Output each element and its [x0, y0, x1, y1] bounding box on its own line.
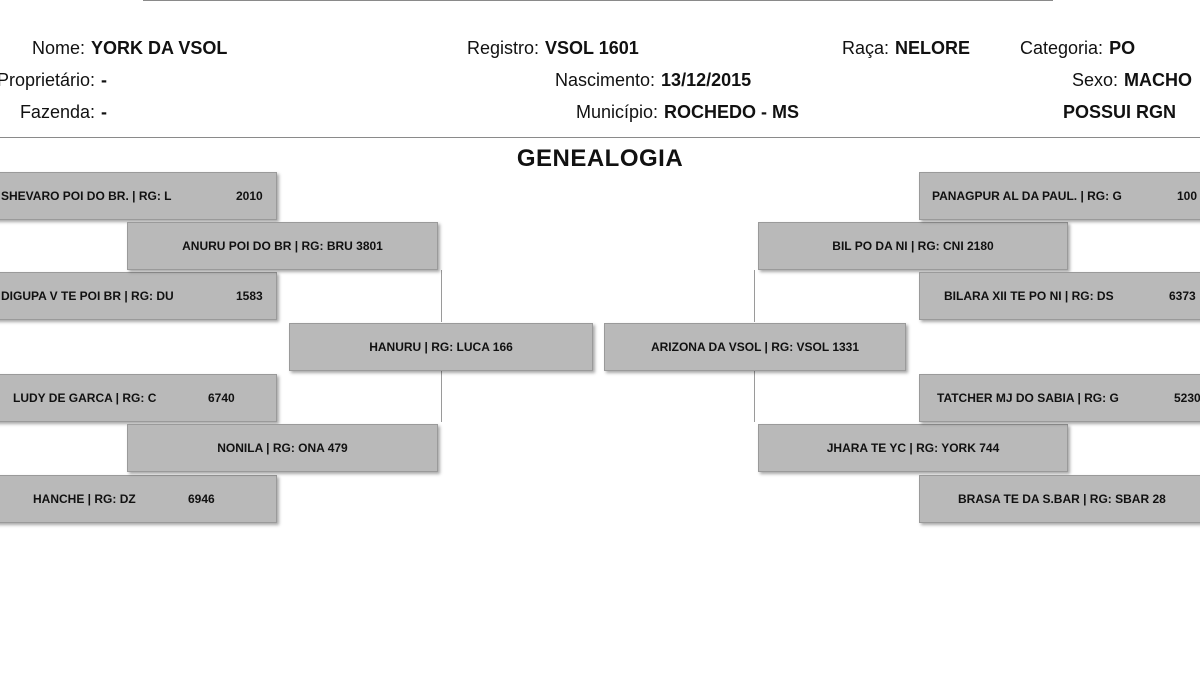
categoria-label: Categoria:	[1020, 38, 1104, 58]
nascimento-label: Nascimento:	[555, 70, 656, 90]
connector-left-lower	[441, 370, 442, 422]
pedigree-box-right-great-3[interactable]: TATCHER MJ DO SABIA | RG: G 5230	[919, 374, 1200, 422]
pedigree-box-left-great-1[interactable]: SHEVARO POI DO BR. | RG: L 2010	[0, 172, 277, 220]
fazenda-value: -	[101, 102, 107, 122]
pedigree-name: BRASA TE DA S.BAR | RG: SBAR 28	[958, 492, 1166, 506]
pedigree-box-right-parent[interactable]: ARIZONA DA VSOL | RG: VSOL 1331	[604, 323, 906, 371]
sexo-field: Sexo: MACHO	[1000, 70, 1192, 91]
fazenda-field: Fazenda: -	[0, 102, 107, 123]
pedigree-year: 6946	[188, 492, 215, 506]
pedigree-box-left-grand-2[interactable]: NONILA | RG: ONA 479	[127, 424, 438, 472]
top-rule	[143, 0, 1053, 1]
pedigree-box-right-great-1[interactable]: PANAGPUR AL DA PAUL. | RG: G 100	[919, 172, 1200, 220]
nascimento-value: 13/12/2015	[661, 70, 752, 90]
sexo-label: Sexo:	[1071, 70, 1118, 90]
proprietario-label: Proprietário:	[0, 70, 95, 90]
pedigree-year: 1583	[236, 289, 263, 303]
connector-right-upper	[754, 270, 755, 322]
pedigree-name: BILARA XII TE PO NI | RG: DS	[944, 289, 1114, 303]
pedigree-name: BIL PO DA NI | RG: CNI 2180	[832, 239, 994, 253]
pedigree-name: HANURU | RG: LUCA 166	[369, 340, 513, 354]
nascimento-field: Nascimento: 13/12/2015	[555, 70, 751, 91]
pedigree-name: TATCHER MJ DO SABIA | RG: G	[937, 391, 1119, 405]
pedigree-box-left-great-2[interactable]: DIGUPA V TE POI BR | RG: DU 1583	[0, 272, 277, 320]
pedigree-box-left-parent[interactable]: HANURU | RG: LUCA 166	[289, 323, 593, 371]
pedigree-name: ARIZONA DA VSOL | RG: VSOL 1331	[650, 340, 860, 354]
municipio-value: ROCHEDO - MS	[664, 102, 800, 122]
raca-label: Raça:	[842, 38, 890, 58]
pedigree-name: HANCHE | RG: DZ	[33, 492, 136, 506]
pedigree-box-right-grand-1[interactable]: BIL PO DA NI | RG: CNI 2180	[758, 222, 1068, 270]
pedigree-year: 6740	[208, 391, 235, 405]
pedigree-year: 5230	[1174, 391, 1200, 405]
connector-left-upper	[441, 270, 442, 322]
pedigree-box-left-great-3[interactable]: LUDY DE GARCA | RG: C 6740	[0, 374, 277, 422]
raca-field: Raça: NELORE	[842, 38, 970, 59]
pedigree-box-right-great-2[interactable]: BILARA XII TE PO NI | RG: DS 6373	[919, 272, 1200, 320]
proprietario-value: -	[101, 70, 107, 90]
connector-right-lower	[754, 370, 755, 422]
registro-field: Registro: VSOL 1601	[467, 38, 639, 59]
pedigree-year: 100	[1177, 189, 1198, 203]
pedigree-name: SHEVARO POI DO BR. | RG: L	[1, 189, 172, 203]
pedigree-name: PANAGPUR AL DA PAUL. | RG: G	[932, 189, 1122, 203]
header-divider	[0, 137, 1200, 138]
pedigree-year: 2010	[236, 189, 263, 203]
registro-value: VSOL 1601	[545, 38, 639, 58]
pedigree-name: NONILA | RG: ONA 479	[217, 441, 348, 455]
municipio-field: Município: ROCHEDO - MS	[576, 102, 799, 123]
sexo-value: MACHO	[1124, 70, 1192, 90]
pedigree-box-left-grand-1[interactable]: ANURU POI DO BR | RG: BRU 3801	[127, 222, 438, 270]
pedigree-box-right-grand-2[interactable]: JHARA TE YC | RG: YORK 744	[758, 424, 1068, 472]
rgn-field: POSSUI RGN	[1000, 102, 1176, 123]
pedigree-year: 6373	[1169, 289, 1196, 303]
municipio-label: Município:	[576, 102, 659, 122]
pedigree-name: DIGUPA V TE POI BR | RG: DU	[1, 289, 174, 303]
pedigree-name: LUDY DE GARCA | RG: C	[13, 391, 157, 405]
proprietario-field: Proprietário: -	[0, 70, 107, 91]
raca-value: NELORE	[895, 38, 971, 58]
registro-label: Registro:	[467, 38, 540, 58]
pedigree-name: ANURU POI DO BR | RG: BRU 3801	[182, 239, 383, 253]
fazenda-label: Fazenda:	[19, 102, 95, 122]
pedigree-box-left-great-4[interactable]: HANCHE | RG: DZ 6946	[0, 475, 277, 523]
categoria-field: Categoria: PO	[1020, 38, 1135, 59]
pedigree-name: JHARA TE YC | RG: YORK 744	[826, 441, 1000, 455]
nome-field: Nome: YORK DA VSOL	[32, 38, 227, 59]
nome-value: YORK DA VSOL	[91, 38, 228, 58]
pedigree-box-right-great-4[interactable]: BRASA TE DA S.BAR | RG: SBAR 28	[919, 475, 1200, 523]
categoria-value: PO	[1109, 38, 1136, 58]
genealogia-title: GENEALOGIA	[516, 145, 684, 172]
rgn-value: POSSUI RGN	[1062, 102, 1176, 122]
nome-label: Nome:	[32, 38, 86, 58]
